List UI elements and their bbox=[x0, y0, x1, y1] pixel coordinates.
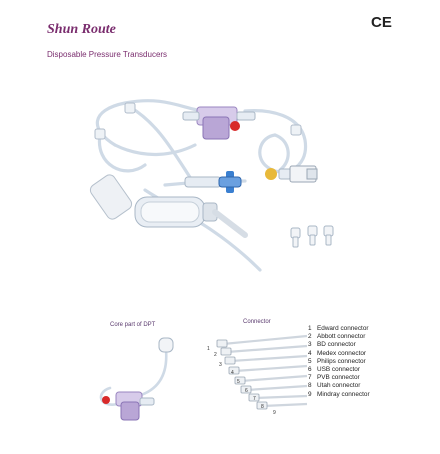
transducer-set-image bbox=[89, 99, 318, 272]
svg-text:4: 4 bbox=[231, 370, 234, 376]
svg-text:5: 5 bbox=[237, 379, 240, 385]
luer-cap-image bbox=[290, 225, 334, 248]
svg-text:2: 2 bbox=[214, 352, 217, 358]
core-dpt-image bbox=[99, 337, 174, 421]
connector-set-image: 1 2 3 4 5 6 7 8 9 bbox=[207, 334, 308, 416]
svg-text:7: 7 bbox=[253, 396, 256, 402]
svg-text:3: 3 bbox=[219, 362, 222, 368]
ce-mark-icon: CE bbox=[371, 14, 392, 31]
svg-text:1: 1 bbox=[207, 346, 210, 352]
svg-text:8: 8 bbox=[261, 404, 264, 410]
core-caption: Core part of DPT bbox=[110, 322, 156, 328]
svg-text:9: 9 bbox=[273, 410, 276, 416]
brand-title: Shun Route bbox=[47, 22, 116, 37]
subtitle: Disposable Pressure Transducers bbox=[47, 50, 168, 59]
connector-caption: Connector bbox=[243, 319, 271, 325]
svg-text:6: 6 bbox=[245, 388, 248, 394]
